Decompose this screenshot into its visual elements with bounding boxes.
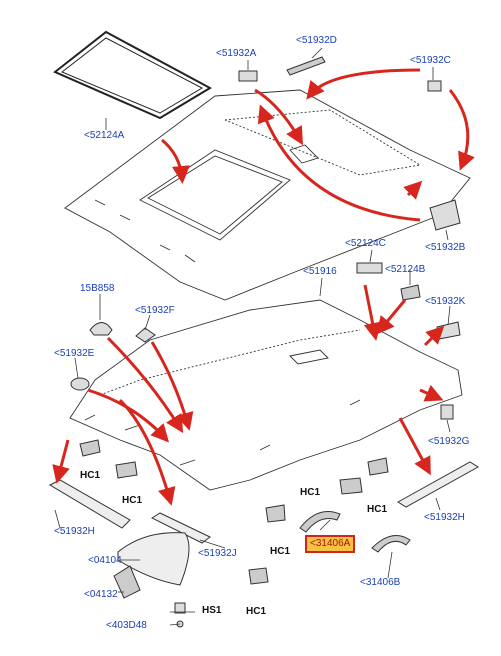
sunroof-seal (53, 30, 213, 120)
part-label-51932g: <51932G (428, 436, 470, 447)
part-label-hc1-b: HC1 (122, 495, 143, 506)
part-label-hc1-f: HC1 (367, 504, 388, 515)
part-label-hc1-c: HC1 (270, 546, 291, 557)
part-label-51932e: <51932E (54, 348, 95, 359)
part-label-51932d: <51932D (296, 35, 337, 46)
part-label-04104: <04104 (88, 555, 122, 566)
part-label-31406a-highlighted[interactable]: <31406A (305, 535, 356, 553)
part-label-51932f: <51932F (135, 305, 175, 316)
part-label-31406b: <31406B (360, 577, 401, 588)
part-label-51932b: <51932B (425, 242, 466, 253)
part-label-51932k: <51932K (425, 296, 466, 307)
part-label-hc1-e: HC1 (300, 487, 321, 498)
part-label-hs1: HS1 (202, 605, 222, 616)
part-label-51932h-left: <51932H (54, 526, 95, 537)
part-label-51932a: <51932A (216, 48, 257, 59)
part-label-52124a: <52124A (84, 130, 125, 141)
part-label-51916: <51916 (303, 266, 337, 277)
part-label-51932h-right: <51932H (424, 512, 465, 523)
part-label-04132: <04132 (84, 589, 118, 600)
part-label-51932j: <51932J (198, 548, 237, 559)
part-label-15b858: 15B858 (80, 283, 115, 294)
part-label-51932c: <51932C (410, 55, 451, 66)
part-label-52124c: <52124C (345, 238, 386, 249)
part-label-hc1-a: HC1 (80, 470, 101, 481)
part-label-403d48: <403D48 (106, 620, 147, 631)
part-label-hc1-d: HC1 (246, 606, 267, 617)
part-label-52124b: <52124B (385, 264, 426, 275)
lower-headliner (69, 299, 463, 491)
